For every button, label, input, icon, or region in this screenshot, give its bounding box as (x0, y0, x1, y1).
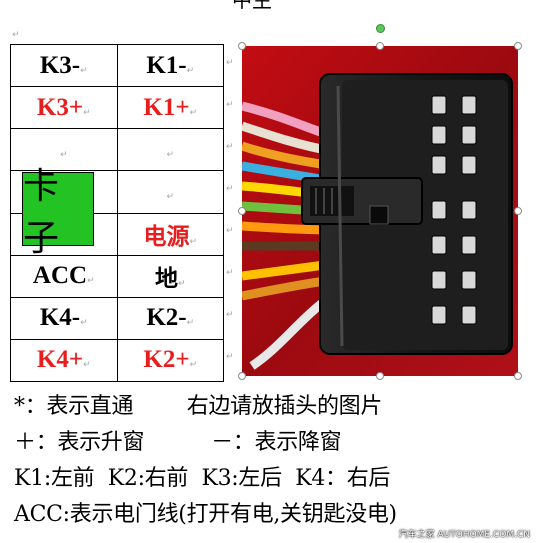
cell-end-mark: ↵ (189, 107, 198, 118)
pin-label: K4- (39, 304, 81, 332)
pin-cell-right: 地↵ (116, 254, 224, 298)
legend-line-3: K1:左前 K2:右前 K3:左后 K4：右后 (14, 466, 391, 491)
resize-handle-w[interactable] (238, 207, 246, 215)
resize-handle-ne[interactable] (514, 42, 522, 50)
pin-label: K1+ (143, 93, 190, 121)
cell-end-mark: ↵ (166, 191, 175, 202)
cell-end-mark: ↵ (87, 276, 95, 287)
resize-handle-e[interactable] (514, 207, 522, 215)
resize-handle-n[interactable] (376, 42, 384, 50)
pin-cell-right: ↵ (116, 128, 224, 172)
pin-label: K3+ (36, 93, 84, 121)
cell-end-mark: ↵ (177, 279, 186, 290)
pin-cell-right: K1+↵ (116, 86, 224, 130)
pin-cell-left: ACC↵ (10, 254, 118, 298)
cell-end-mark: ↵ (166, 149, 175, 160)
pin-label: K2+ (143, 346, 190, 374)
resize-handle-s[interactable] (376, 372, 384, 380)
header-fragment: 中生 (232, 0, 272, 12)
pin-table: K3-↵K1-↵K3+↵K1+↵↵↵↵↵↵电源↵ACC↵地↵K4-↵K2-↵K4… (10, 43, 224, 383)
pin-row: K3+↵K1+↵ (10, 86, 224, 130)
cell-end-mark: ↵ (189, 360, 198, 371)
clip-label: 卡子 (22, 166, 94, 259)
pin-row: ACC↵地↵ (10, 254, 224, 298)
resize-handle-sw[interactable] (238, 372, 246, 380)
rotate-handle[interactable] (376, 24, 385, 33)
pin-label: K3- (39, 51, 81, 79)
pin-cell-right: ↵ (116, 170, 224, 214)
pin-cell-right: K2+↵ (116, 338, 224, 383)
cell-end-mark: ↵ (80, 65, 88, 76)
legend-line-1: *：表示直通 右边请放插头的图片 (14, 394, 383, 419)
cell-end-mark: ↵ (189, 237, 198, 248)
cell-end-mark: ↵ (83, 360, 91, 371)
pin-label: K2- (146, 304, 187, 332)
legend-line-4: ACC:表示电门线(打开有电,关钥匙没电) (14, 502, 397, 527)
pin-cell-left: K3+↵ (10, 86, 118, 130)
pin-label: 地 (154, 266, 178, 293)
pin-cell-left: K4+↵ (10, 338, 118, 383)
connector-photo[interactable] (238, 24, 522, 380)
pin-row: K4+↵K2+↵ (10, 338, 224, 383)
resize-handle-se[interactable] (514, 372, 522, 380)
pin-cell-left: K3-↵ (10, 43, 118, 88)
pin-label: ACC (32, 262, 88, 290)
paragraph-mark: ↵ (12, 30, 20, 40)
pin-cell-left: K4-↵ (10, 296, 118, 340)
pin-row: ↵↵ (10, 128, 224, 172)
pin-cell-right: K2-↵ (116, 296, 224, 340)
pin-cell-left: ↵ (10, 128, 118, 172)
pin-cell-right: K1-↵ (116, 43, 224, 88)
site-watermark: 汽车之家 AUTOHOME.COM.CN (398, 530, 530, 540)
cell-end-mark: ↵ (83, 107, 91, 118)
cell-end-mark: ↵ (80, 318, 88, 329)
cell-end-mark: ↵ (186, 65, 195, 76)
pin-label: K1- (146, 51, 187, 79)
pin-row: K4-↵K2-↵ (10, 296, 224, 340)
pin-row: K3-↵K1-↵ (10, 43, 224, 88)
cell-end-mark: ↵ (59, 149, 68, 160)
pin-label: 电源 (143, 224, 190, 251)
pin-label: K4+ (36, 346, 84, 374)
resize-handle-nw[interactable] (238, 42, 246, 50)
cell-end-mark: ↵ (186, 318, 195, 329)
legend-line-2: ＋：表示升窗 －：表示降窗 (14, 430, 342, 455)
pin-cell-right: 电源↵ (116, 212, 224, 256)
connector-illustration (240, 46, 518, 376)
